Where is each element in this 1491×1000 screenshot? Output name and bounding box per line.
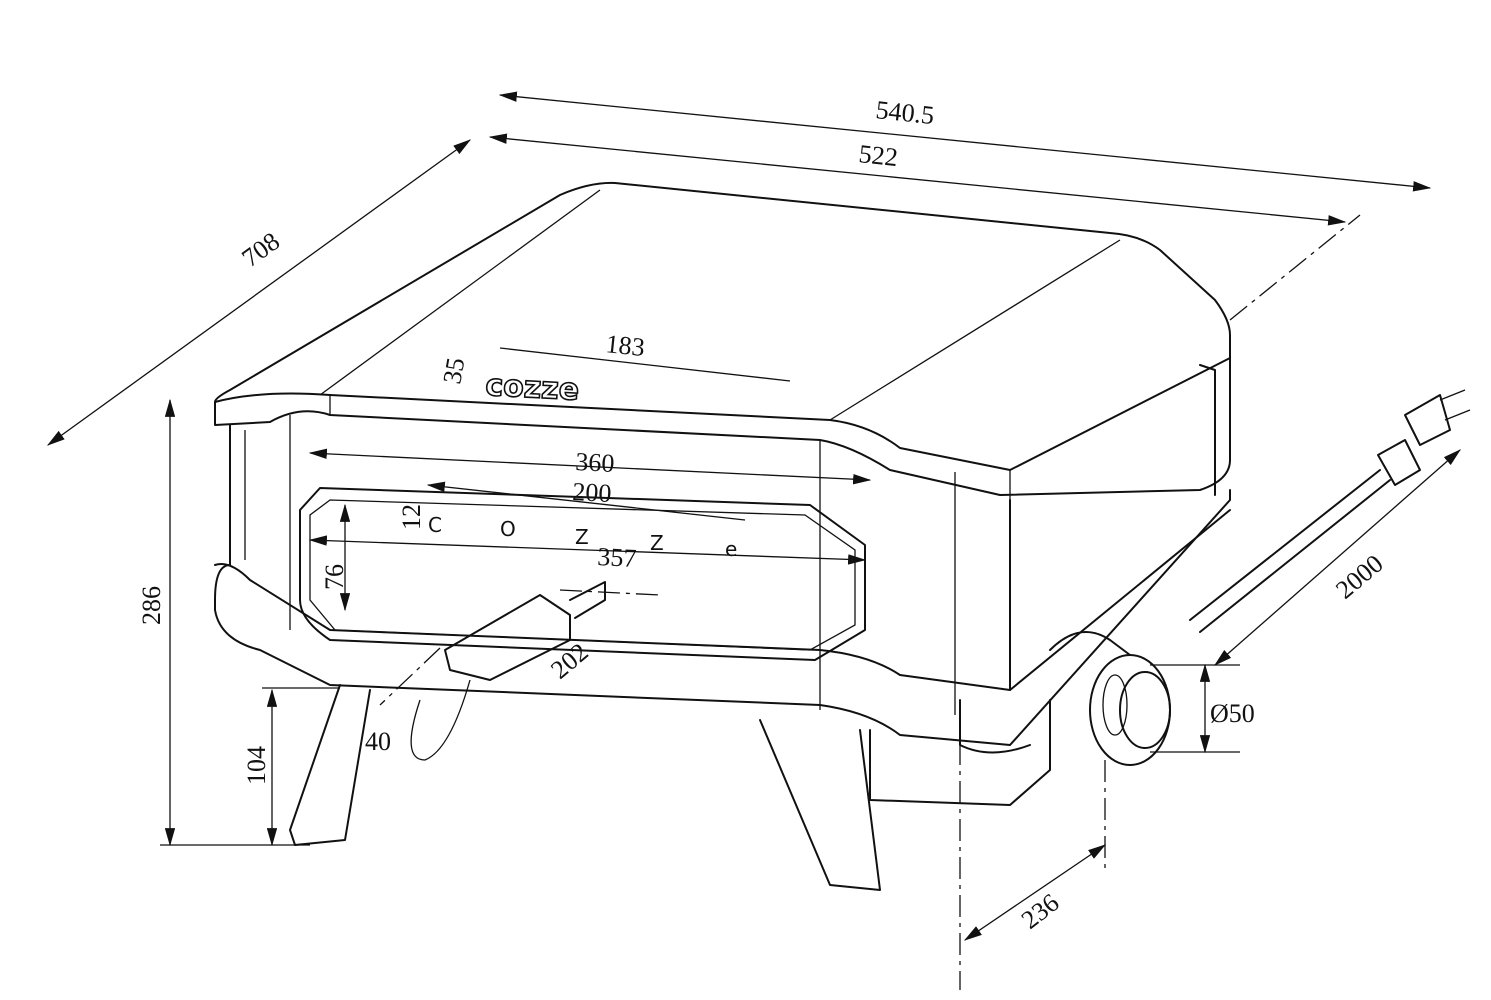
brand-logo: cozze [485,368,580,408]
dim-tray: 202 [545,637,594,684]
thermometer [410,581,606,761]
dim-stone-width: 200 [572,477,612,508]
dim-overall-width: 540.5 [874,95,935,130]
dim-angle: 40 [365,727,391,756]
dim-opening-width: 360 [575,447,615,478]
power-cable [1189,389,1471,633]
control-letter: C [428,513,442,537]
control-letter: e [725,537,737,561]
oven-body [214,364,1231,746]
dim-depth: 708 [236,226,285,272]
control-letter: O [500,517,516,541]
control-letter: Z [575,525,589,549]
dim-leg-height: 104 [242,746,271,785]
oven-mouth [299,487,866,661]
gas-knob [1049,631,1171,766]
dim-letter-height: 12 [397,504,426,530]
dim-opening-height: 76 [320,564,349,590]
dim-logo-width: 183 [604,329,646,362]
dim-logo-height: 35 [437,355,470,386]
dim-knob-diameter: Ø50 [1210,699,1255,728]
oven-legs [289,684,1051,891]
dim-total-height: 286 [137,586,166,625]
dim-inner-width: 357 [597,542,637,573]
dimension-lines [46,91,1461,990]
dim-knob-offset: 236 [1016,888,1065,935]
control-letter: Z [650,531,664,555]
dim-cable-length: 2000 [1330,549,1388,605]
dim-body-width: 522 [857,139,899,172]
